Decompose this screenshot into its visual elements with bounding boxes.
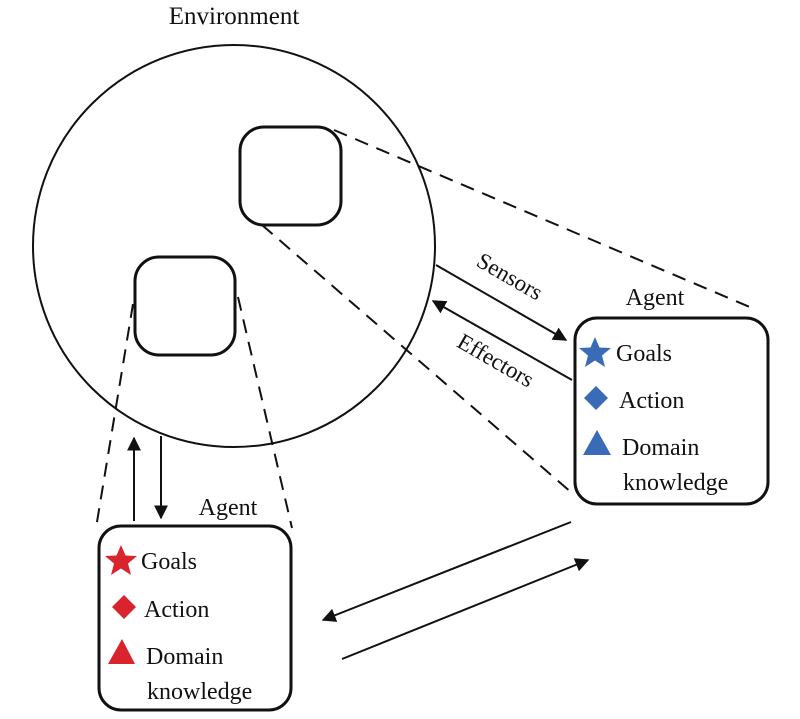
agent-right: Agent Goals Action Domain knowledge — [573, 285, 770, 506]
zoom-line — [237, 296, 293, 529]
agent-placeholder-bottom-left — [133, 255, 237, 357]
domain-knowledge-triangle-icon — [108, 639, 135, 664]
effectors-arrow — [431, 300, 573, 381]
agent-title: Agent — [199, 495, 258, 521]
action-label: Action — [619, 388, 684, 414]
goals-star-icon — [105, 545, 137, 575]
goals-label: Goals — [616, 341, 672, 367]
action-diamond-icon — [584, 386, 608, 410]
domain-label: Domain — [622, 435, 699, 461]
agent-box — [97, 524, 293, 712]
domain-label: Domain — [146, 644, 223, 670]
action-diamond-icon — [112, 595, 136, 619]
agent-title: Agent — [626, 285, 685, 311]
sensors-label: Sensors — [473, 248, 548, 305]
environment-circle — [32, 44, 436, 448]
zoom-line — [95, 303, 134, 529]
agent-box — [573, 316, 770, 506]
sensors-arrow — [435, 264, 568, 341]
zoom-line — [261, 224, 573, 494]
agent-left: Agent Goals Action Domain knowledge — [97, 495, 293, 712]
goals-star-icon — [579, 337, 611, 367]
environment-title: Environment — [169, 3, 300, 30]
goals-label: Goals — [141, 549, 197, 575]
knowledge-label: knowledge — [623, 470, 728, 496]
zoom-line — [333, 129, 753, 309]
agent-placeholder-top-right — [238, 125, 343, 227]
agent-to-agent-arrow-right — [341, 558, 590, 660]
agent-to-agent-arrow-left — [321, 521, 572, 622]
knowledge-label: knowledge — [147, 679, 252, 705]
action-label: Action — [144, 597, 209, 623]
domain-knowledge-triangle-icon — [583, 430, 611, 455]
effectors-label: Effectors — [453, 329, 538, 393]
